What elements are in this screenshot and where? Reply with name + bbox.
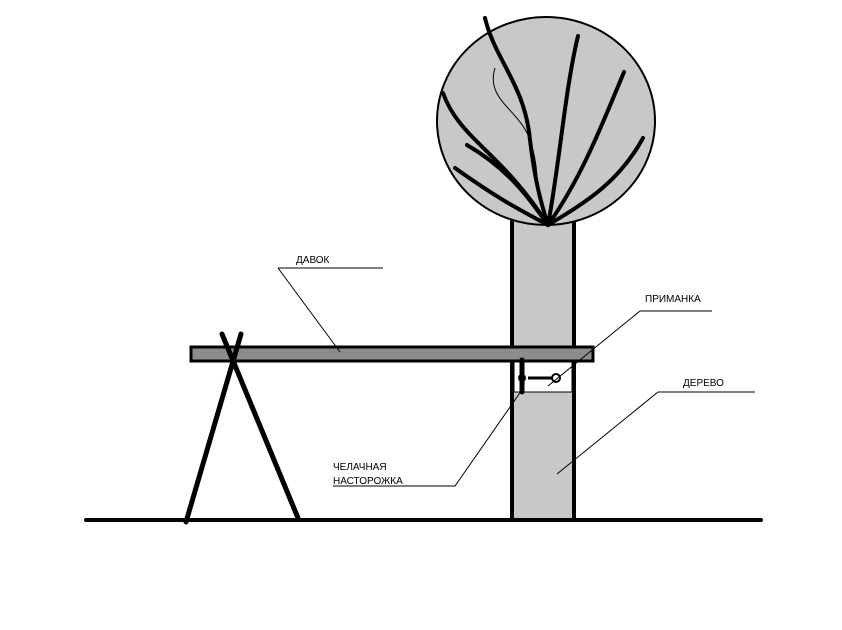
- board-leader-line: [277, 267, 383, 353]
- board-label: ДАВОК: [296, 255, 330, 266]
- board-davok: [189, 345, 595, 363]
- trigger-label-line1: ЧЕЛАЧНАЯ: [333, 462, 387, 473]
- tree-label: ДЕРЕВО: [683, 378, 724, 389]
- tree-crown: [436, 16, 656, 227]
- tree-leader-line: [556, 391, 755, 475]
- trigger-label-line2: НАСТОРОЖКА: [333, 476, 403, 487]
- bait-leader-line: [547, 310, 712, 387]
- trigger-mechanism: [518, 357, 561, 395]
- trigger-leader-line: [333, 386, 525, 487]
- support-legs: [183, 331, 301, 525]
- bait-label: ПРИМАНКА: [645, 294, 701, 305]
